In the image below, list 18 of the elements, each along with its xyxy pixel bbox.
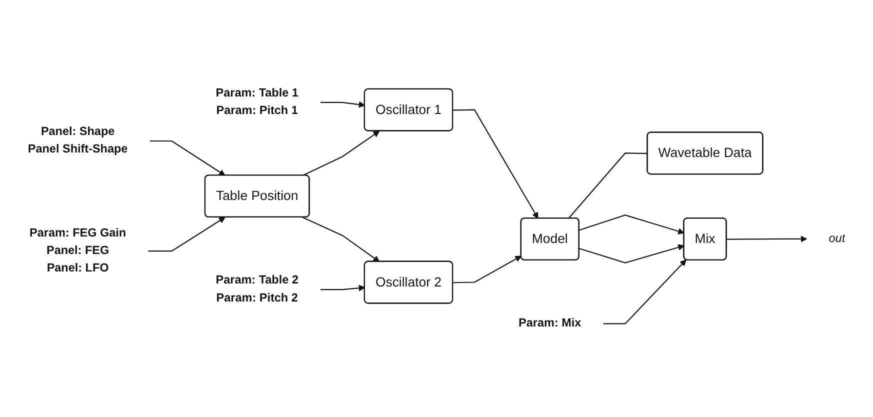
arrow (452, 109, 538, 218)
arrow (320, 284, 366, 292)
arrow (579, 244, 684, 264)
arrow (150, 140, 226, 176)
node-text: Param: Table 2 Param: Pitch 2 (216, 274, 298, 304)
arrow (452, 256, 522, 283)
node-text: out (828, 232, 846, 245)
connector (568, 152, 648, 219)
node-text: Param: FEG Gain Panel: FEG Panel: LFO (30, 226, 126, 274)
arrow (726, 236, 808, 242)
arrow (302, 216, 380, 262)
arrow (603, 259, 686, 324)
node-text: Param: Mix (518, 316, 582, 330)
node-text: Param: Table 1 Param: Pitch 1 (216, 86, 298, 117)
node-text: Panel: Shape Panel Shift-Shape (28, 125, 128, 156)
arrow (320, 101, 366, 108)
arrow (148, 216, 226, 252)
arrow (579, 214, 684, 234)
